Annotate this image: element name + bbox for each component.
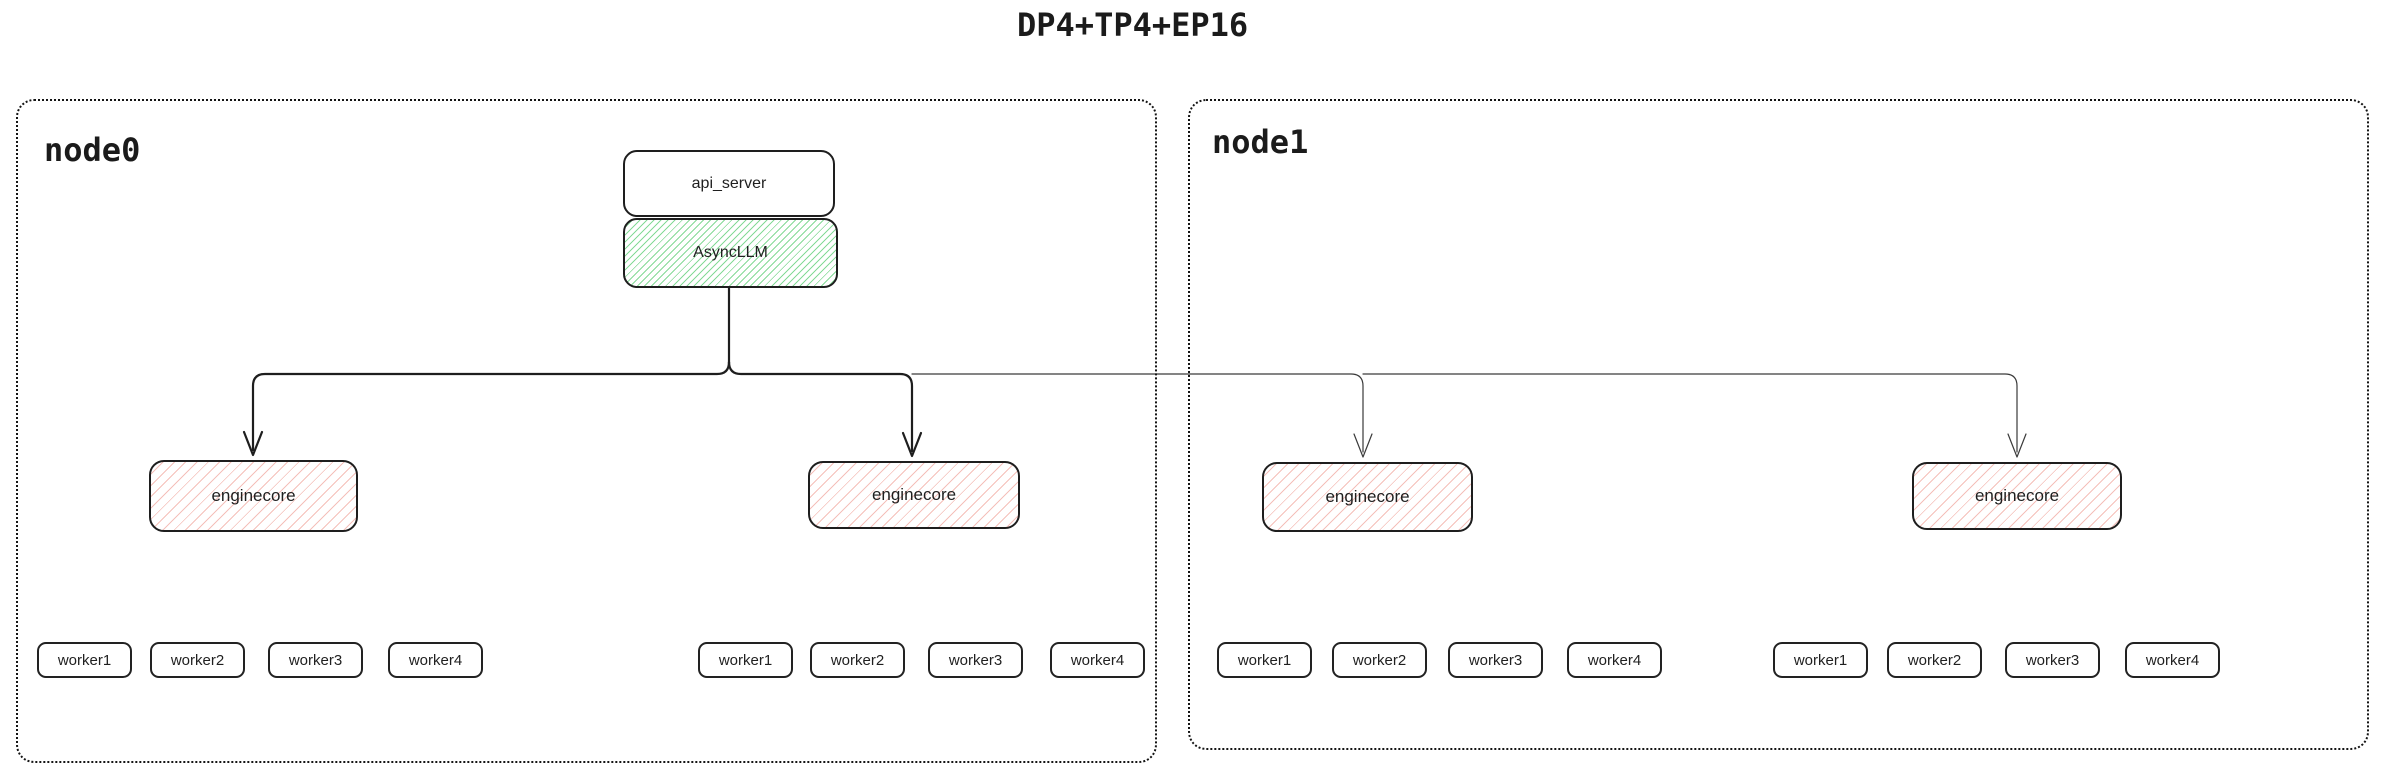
worker-box: worker1 — [1773, 642, 1868, 678]
worker-box: worker4 — [2125, 642, 2220, 678]
worker-box: worker3 — [268, 642, 363, 678]
node1-enginecore1-box: enginecore — [1262, 462, 1473, 532]
node1-container: node1 — [1188, 99, 2369, 750]
node0-enginecore1-box: enginecore — [149, 460, 358, 532]
worker-box: worker4 — [388, 642, 483, 678]
worker-box: worker2 — [810, 642, 905, 678]
worker-box: worker2 — [150, 642, 245, 678]
node0-label: node0 — [44, 131, 141, 169]
node0-enginecore2-box: enginecore — [808, 461, 1020, 529]
worker-box: worker2 — [1887, 642, 1982, 678]
node1-label: node1 — [1212, 123, 1309, 161]
worker-box: worker3 — [928, 642, 1023, 678]
worker-box: worker1 — [698, 642, 793, 678]
api-server-box: api_server — [623, 150, 835, 217]
worker-box: worker2 — [1332, 642, 1427, 678]
worker-box: worker1 — [37, 642, 132, 678]
node0-container: node0 — [16, 99, 1157, 763]
diagram-title: DP4+TP4+EP16 — [1017, 6, 1249, 44]
node1-enginecore2-box: enginecore — [1912, 462, 2122, 530]
worker-box: worker3 — [2005, 642, 2100, 678]
asyncllm-box: AsyncLLM — [623, 218, 838, 288]
worker-box: worker1 — [1217, 642, 1312, 678]
worker-box: worker3 — [1448, 642, 1543, 678]
worker-box: worker4 — [1567, 642, 1662, 678]
worker-box: worker4 — [1050, 642, 1145, 678]
